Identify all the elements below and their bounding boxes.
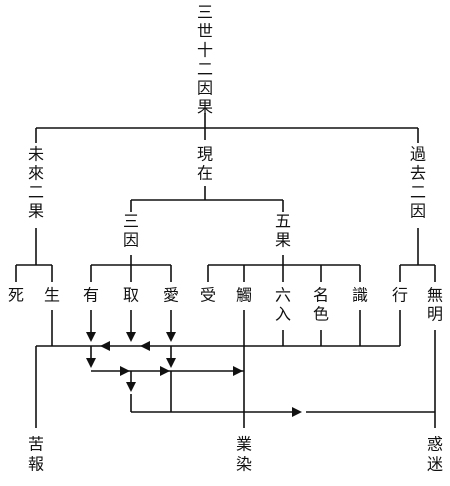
link-becoming: 有 — [83, 286, 99, 305]
title-char-4: 二 — [197, 60, 213, 79]
past-branch-label: 過 去 二 因 — [410, 145, 426, 221]
karma-outcome-label-char-1: 業 — [236, 435, 252, 454]
delusion-outcome-label: 惑 迷 — [427, 435, 443, 474]
link-labels: 死 生 有 取 愛 受 觸 識 行 — [8, 286, 408, 305]
effects-group-label-char-2: 果 — [275, 231, 291, 250]
effects-group-label: 五 果 — [275, 212, 291, 250]
title-label: 三 世 十 二 因 果 — [197, 3, 213, 117]
delusion-outcome-label-char-2: 迷 — [427, 455, 443, 474]
six-entrances-label-char-1: 六 — [275, 286, 291, 305]
arrow-down-grasping — [126, 332, 136, 342]
ignorance-label: 無 明 — [427, 286, 443, 324]
present-branch-label-char-2: 在 — [197, 164, 213, 183]
present-branch-label-char-1: 現 — [197, 145, 213, 164]
title-char-6: 果 — [197, 98, 213, 117]
arrow-left-to-becoming — [100, 341, 110, 351]
tree-lines — [15, 113, 436, 282]
arrow-down-row2-left — [86, 358, 96, 368]
arrow-down-row3 — [126, 382, 136, 392]
karma-outcome-label: 業 染 — [236, 435, 252, 474]
suffering-outcome-label: 苦 報 — [28, 435, 44, 474]
present-branch-label: 現 在 — [197, 145, 213, 183]
suffering-outcome-label-char-1: 苦 — [28, 435, 44, 454]
link-contact: 觸 — [236, 286, 252, 305]
causes-group-label-char-1: 三 — [123, 212, 139, 231]
link-birth: 生 — [44, 286, 60, 305]
delusion-outcome-label-char-1: 惑 — [427, 435, 443, 454]
link-craving: 愛 — [163, 286, 179, 305]
effects-group-label-char-1: 五 — [275, 212, 291, 231]
arrow-right-row2-b — [160, 366, 170, 376]
arrow-left-to-grasping — [140, 341, 150, 351]
future-branch-label-char-1: 未 — [28, 145, 44, 164]
title-char-1: 三 — [197, 3, 213, 22]
name-form-label-char-1: 名 — [313, 286, 329, 305]
future-branch-label-char-2: 來 — [28, 164, 44, 183]
arrow-down-becoming — [86, 332, 96, 342]
past-branch-label-char-4: 因 — [410, 202, 426, 221]
link-grasping: 取 — [123, 286, 139, 305]
future-branch-label: 未 來 二 果 — [28, 145, 44, 221]
arrow-down-row2-right — [166, 358, 176, 368]
name-form-label-char-2: 色 — [313, 305, 329, 324]
arrow-right-row2-c — [233, 366, 243, 376]
six-entrances-label: 六 入 — [275, 286, 291, 324]
name-form-label: 名 色 — [313, 286, 329, 324]
causes-group-label: 三 因 — [123, 212, 139, 250]
link-feeling: 受 — [200, 286, 216, 305]
title-char-2: 世 — [197, 22, 213, 41]
six-entrances-label-char-2: 入 — [275, 305, 291, 324]
link-death: 死 — [8, 286, 24, 305]
past-branch-label-char-2: 去 — [410, 164, 426, 183]
title-char-5: 因 — [197, 79, 213, 98]
causes-group-label-char-2: 因 — [123, 231, 139, 250]
arrow-right-row2-a — [120, 366, 130, 376]
link-formations: 行 — [392, 286, 408, 305]
future-branch-label-char-4: 果 — [28, 202, 44, 221]
suffering-outcome-label-char-2: 報 — [28, 455, 44, 474]
arrowheads — [86, 332, 302, 417]
past-branch-label-char-3: 二 — [410, 183, 426, 202]
past-branch-label-char-1: 過 — [410, 145, 426, 164]
arrow-down-craving — [166, 332, 176, 342]
link-consciousness: 識 — [352, 286, 368, 305]
karma-outcome-label-char-2: 染 — [236, 455, 252, 474]
title-char-3: 十 — [197, 41, 213, 60]
arrow-right-row4 — [292, 407, 302, 417]
ignorance-label-char-1: 無 — [427, 286, 443, 305]
ignorance-label-char-2: 明 — [427, 305, 443, 324]
future-branch-label-char-3: 二 — [28, 183, 44, 202]
